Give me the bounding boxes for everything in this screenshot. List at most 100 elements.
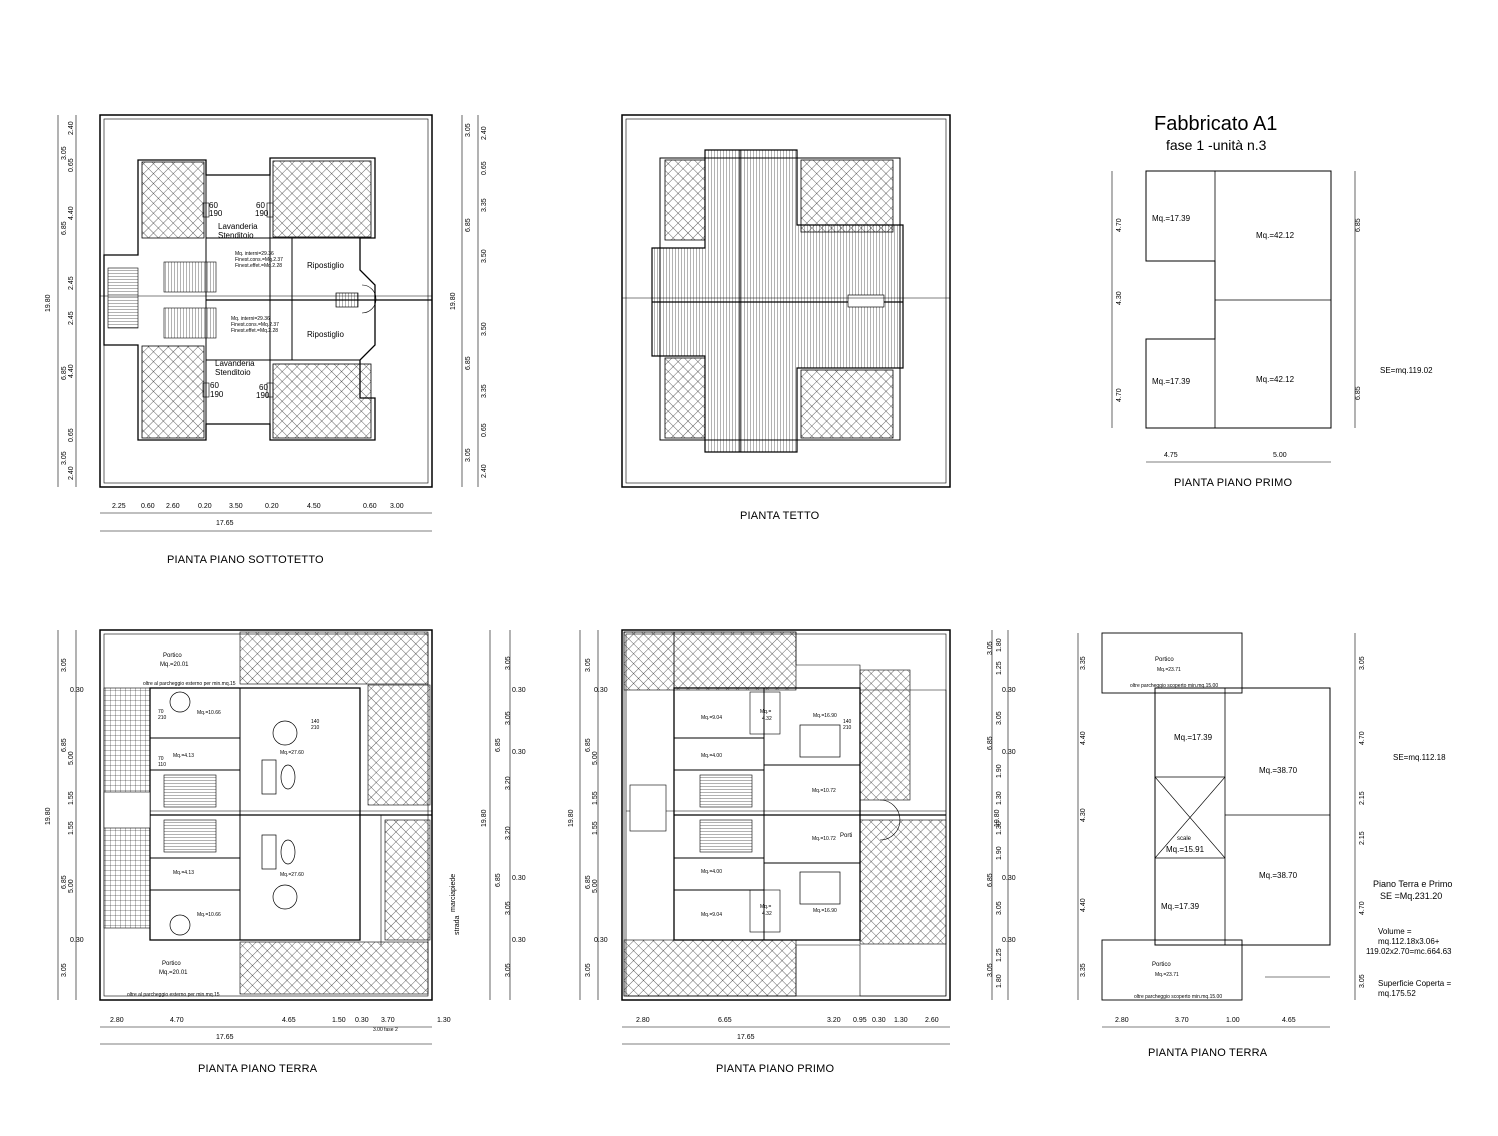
- dims-primo: [579, 630, 1009, 1045]
- p-dim-ri3: 0.30: [1002, 687, 1016, 694]
- p-dim-l1: 3.05: [585, 658, 592, 672]
- dim-b2: 0.60: [141, 503, 155, 510]
- sheet-subtitle: fase 1 -unità n.3: [1166, 137, 1267, 153]
- t-dim-ri7: 0.30: [512, 875, 526, 882]
- caption-terra: PIANTA PIANO TERRA: [198, 1063, 318, 1075]
- p-dim-ri10: 0.30: [1002, 875, 1016, 882]
- sp-dim-l1: 4.70: [1116, 218, 1123, 232]
- st-superficie-2: mq.175.52: [1378, 989, 1416, 998]
- st-area-5: Mq.=17.39: [1161, 902, 1200, 911]
- area-a1: Mq.=17.39: [1152, 214, 1191, 223]
- dim-l-3-05: 3.05: [61, 146, 68, 160]
- primo-area-2b: 4.32: [762, 716, 772, 722]
- st-dim-r2: 4.70: [1359, 731, 1366, 745]
- p-dim-ri1: 1.80: [996, 638, 1003, 652]
- dim-l-3-05b: 3.05: [61, 451, 68, 465]
- st-superficie-1: Superficie Coperta =: [1378, 979, 1452, 988]
- p-dim-ri4: 3.05: [996, 711, 1003, 725]
- dim-li-2-40b: 2.40: [68, 466, 75, 480]
- st-dim-l2: 4.40: [1080, 731, 1087, 745]
- t-dim-l1: 3.05: [61, 658, 68, 672]
- terra-area-1: Mq.=10.66: [197, 710, 221, 716]
- st-area-3: Mq.=15.91: [1166, 845, 1205, 854]
- p-dim-l4: 6.85: [585, 875, 592, 889]
- p-dim-li4: 1.55: [592, 821, 599, 835]
- primo-area-8b: 4.32: [762, 911, 772, 917]
- p-dim-ri8: 1.30: [996, 821, 1003, 835]
- t-dim-b2: 4.70: [170, 1017, 184, 1024]
- dim-li-2-45: 2.45: [68, 276, 75, 290]
- dim-b7: 4.50: [307, 503, 321, 510]
- plan-tetto: [621, 114, 951, 488]
- dim-r-3-05: 3.05: [465, 123, 472, 137]
- st-dim-r4: 2.15: [1359, 831, 1366, 845]
- schema-primo: [1111, 170, 1356, 463]
- p-dim-l2: 6.85: [585, 738, 592, 752]
- t-dim-ri6: 3.20: [505, 826, 512, 840]
- terra-area-3: Mq.=27.60: [280, 750, 304, 756]
- dim-li-0-65: 0.65: [68, 158, 75, 172]
- t-dim-l4: 6.85: [61, 875, 68, 889]
- st-volume-1: Volume =: [1378, 927, 1412, 936]
- dim-l-19-80: 19.80: [45, 294, 52, 312]
- t-dim-li1: 0.30: [70, 687, 84, 694]
- p-dim-ri12: 0.30: [1002, 937, 1016, 944]
- t-dim-fase: 3.00 fase 2: [373, 1027, 398, 1033]
- p-dim-l5: 3.05: [585, 963, 592, 977]
- window-w1: 60: [209, 201, 218, 210]
- parking-top: oltre al parcheggio esterno per min.mq.1…: [143, 681, 236, 687]
- primo-area-1: Mq.=9.04: [701, 715, 722, 721]
- plan-sottotetto: [99, 114, 433, 488]
- caption-tetto: PIANTA TETTO: [740, 510, 820, 522]
- st-dim-l3: 4.30: [1080, 808, 1087, 822]
- st-dim-r1: 3.05: [1359, 656, 1366, 670]
- dim-ri-0-65b: 0.65: [481, 423, 488, 437]
- t-dim-ri4: 0.30: [512, 749, 526, 756]
- t-dim-b1: 2.80: [110, 1017, 124, 1024]
- p-dim-ri13: 1.25: [996, 948, 1003, 962]
- dim-b3: 2.60: [166, 503, 180, 510]
- p-dim-r5: 3.05: [987, 963, 994, 977]
- window-h3: 190: [210, 390, 224, 399]
- st-portico-bottom-mq: Mq.=23.71: [1155, 972, 1179, 978]
- st-dim-r6: 3.05: [1359, 974, 1366, 988]
- t-dim-l2: 6.85: [61, 738, 68, 752]
- caption-primo-schema: PIANTA PIANO PRIMO: [1174, 477, 1293, 489]
- dim-ri-0-65: 0.65: [481, 161, 488, 175]
- st-portico-bottom: Portico: [1152, 962, 1171, 968]
- caption-primo: PIANTA PIANO PRIMO: [716, 1063, 835, 1075]
- st-dim-b2: 3.70: [1175, 1017, 1189, 1024]
- terra-win-h: 210: [158, 715, 167, 721]
- room-lavanderia-2: Lavanderia: [215, 359, 255, 368]
- dim-li-2-40: 2.40: [68, 121, 75, 135]
- area-a3: Mq.=17.39: [1152, 377, 1191, 386]
- t-dim-l3: 19.80: [45, 807, 52, 825]
- dim-li-2-45b: 2.45: [68, 311, 75, 325]
- dim-li-0-65b: 0.65: [68, 428, 75, 442]
- primo-area-8a: Mq.=: [760, 904, 772, 910]
- primo-door-h: 210: [843, 725, 852, 731]
- window-w4: 60: [259, 383, 268, 392]
- st-parking-top: oltre parcheggio scoperto min.mq.15.00: [1130, 683, 1219, 689]
- room-stenditoio-2: Stenditoio: [215, 368, 251, 377]
- window-h1: 190: [209, 209, 223, 218]
- t-dim-b3: 4.65: [282, 1017, 296, 1024]
- st-scale: scale: [1177, 836, 1192, 842]
- primo-area-5: Mq.=10.72: [812, 788, 836, 794]
- note-interni-2: Mq. interni=29.36: [231, 316, 270, 322]
- plan-terra: [99, 629, 433, 1001]
- portico-top-mq: Mq.=20.01: [160, 662, 189, 668]
- dim-b6: 0.20: [265, 503, 279, 510]
- terra-door-w: 140: [311, 719, 320, 725]
- dim-r-3-05b: 3.05: [465, 448, 472, 462]
- primo-area-6: Mq.=10.72: [812, 836, 836, 842]
- dim-b8: 0.60: [363, 503, 377, 510]
- t-dim-ri9: 0.30: [512, 937, 526, 944]
- p-dim-r2: 6.85: [987, 736, 994, 750]
- st-dim-r3: 2.15: [1359, 791, 1366, 805]
- p-dim-li1: 0.30: [594, 687, 608, 694]
- st-se: SE=mq.112.18: [1393, 753, 1446, 762]
- p-dim-ri6: 1.90: [996, 764, 1003, 778]
- dim-r-6-85: 6.85: [465, 218, 472, 232]
